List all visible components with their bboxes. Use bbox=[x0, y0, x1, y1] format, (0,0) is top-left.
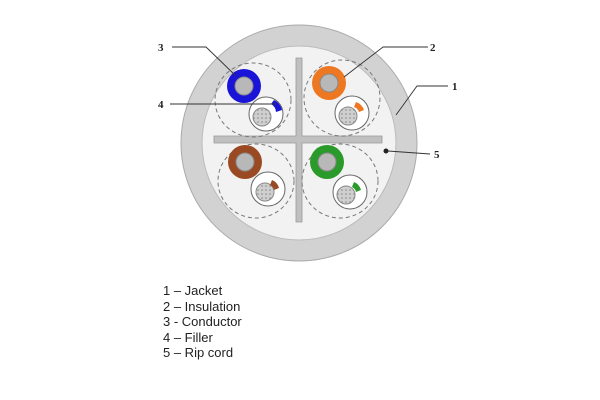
pair-outline-top-right bbox=[303, 59, 381, 137]
leader-3 bbox=[172, 46, 237, 77]
pair-orange bbox=[312, 66, 370, 131]
leader-5 bbox=[387, 150, 431, 155]
pair-outline-bottom-left bbox=[217, 143, 295, 219]
pair-outline-bottom-right bbox=[301, 143, 379, 219]
leader-1 bbox=[395, 85, 448, 116]
legend-item-insulation: 2 – Insulation bbox=[163, 298, 241, 314]
legend-item-filler: 4 – Filler bbox=[163, 329, 213, 345]
pair-outlines bbox=[214, 59, 381, 219]
legend-item-conductor: 3 - Conductor bbox=[163, 314, 242, 329]
pair-outline-top-left bbox=[214, 62, 292, 138]
brown-stripe bbox=[270, 180, 279, 190]
blue-conductor bbox=[234, 76, 254, 96]
orange-white-conductor bbox=[338, 106, 358, 126]
blue-stripe bbox=[271, 100, 282, 112]
green-conductor bbox=[317, 152, 337, 172]
callout-4: 4 bbox=[158, 99, 164, 111]
callout-3: 3 bbox=[158, 42, 164, 54]
legend-item-jacket: 1 – Jacket bbox=[163, 283, 223, 298]
cable-cross-section-diagram: 3 2 1 4 5 bbox=[158, 24, 458, 262]
orange-stripe bbox=[354, 102, 364, 112]
callout-5: 5 bbox=[434, 149, 440, 161]
pair-green bbox=[310, 145, 368, 210]
leader-2 bbox=[343, 46, 428, 78]
pair-blue bbox=[227, 69, 284, 132]
green-white-conductor bbox=[336, 185, 356, 205]
legend-item-rip-cord: 5 – Rip cord bbox=[163, 345, 234, 360]
callout-2: 2 bbox=[430, 42, 436, 54]
legend: 1 – Jacket 2 – Insulation 3 - Conductor … bbox=[163, 283, 242, 361]
brown-conductor bbox=[235, 152, 255, 172]
blue-white-conductor bbox=[252, 107, 272, 127]
leader-lines bbox=[170, 46, 448, 155]
pair-brown bbox=[228, 145, 286, 207]
cross-filler bbox=[213, 57, 383, 223]
orange-conductor bbox=[319, 73, 339, 93]
callout-1: 1 bbox=[452, 81, 458, 93]
green-stripe bbox=[352, 182, 361, 192]
brown-white-conductor bbox=[255, 182, 275, 202]
rip-cord bbox=[383, 148, 389, 154]
